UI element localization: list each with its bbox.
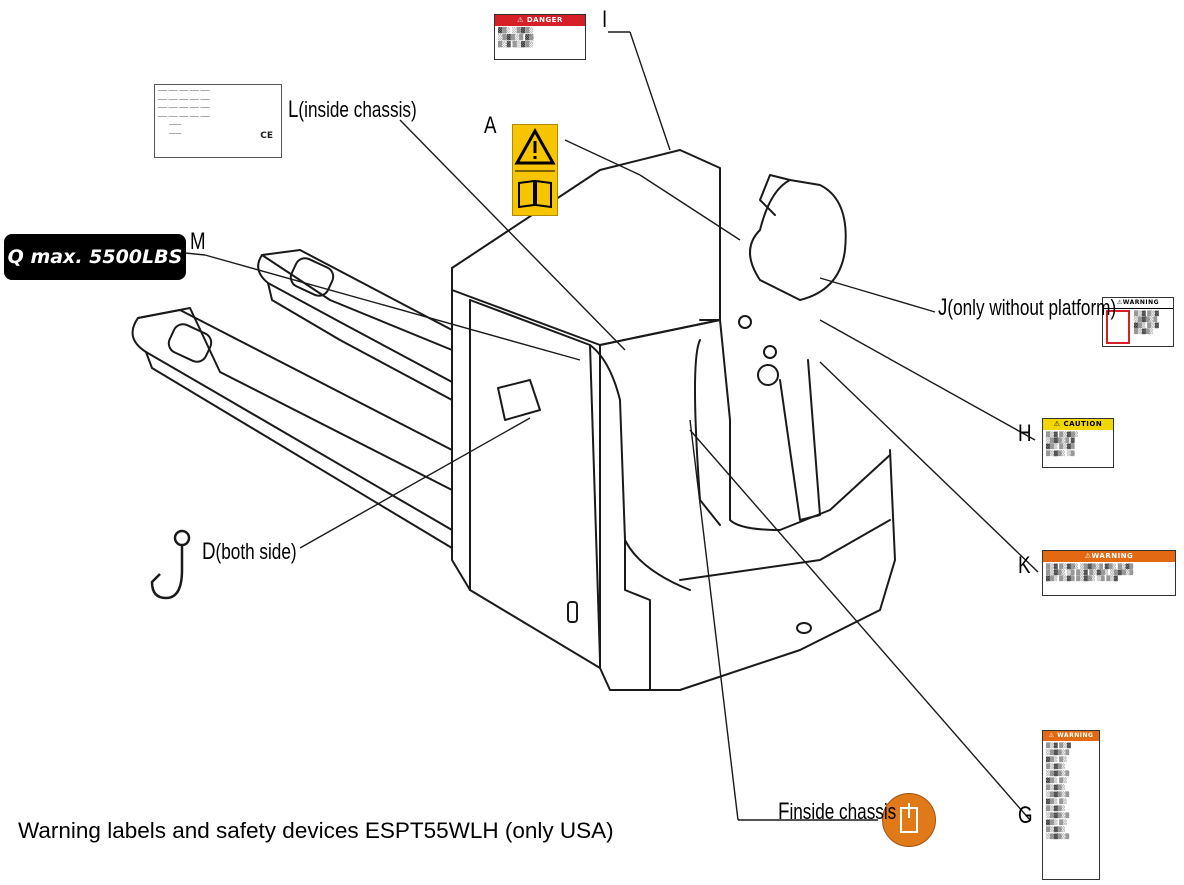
fork-rear <box>257 254 453 383</box>
callout-a: A <box>484 112 497 139</box>
battery-disconnect-icon <box>882 793 936 847</box>
callout-d: D(both side) <box>202 538 297 565</box>
danger-decal-i: ⚠ DANGER ▓▒░ ░▒▓▒░░▒▓▒░▒ ▓▒▒░▓ ▒░▓▒░ <box>494 14 586 60</box>
warning-decal-j: ⚠WARNING ▒░▓ ▒░▓░▒▓▒░▒▓▒░ ▒░▓▒░▓▒░ <box>1102 297 1174 347</box>
callout-l: L(inside chassis) <box>288 96 417 123</box>
load-capacity-badge: Q max. 5500LBS <box>4 234 186 280</box>
callout-i: I <box>602 6 608 33</box>
figure-caption: Warning labels and safety devices ESPT55… <box>18 818 614 843</box>
hook-icon <box>150 529 191 600</box>
book-icon <box>518 179 552 209</box>
callout-h: H <box>1018 420 1032 447</box>
no-riding-icon <box>1106 310 1130 344</box>
read-manual-pictogram <box>512 124 558 216</box>
caution-decal-h: ⚠ CAUTION ▒░▓ ▒░▓▒░░▒▓▒░▒ ▓▓▒░ ▒░▓▒▒░▓▒░… <box>1042 418 1114 468</box>
tiller-arm <box>779 359 821 521</box>
warning-decal-k: ⚠WARNING ▒░▓ ▒░▓▒░ ░▒▓▒░▒ ▓▒░ ▒░▓▒▒░▓▒░ … <box>1042 550 1176 596</box>
fork-front <box>131 307 453 531</box>
callout-j: J(only without platform) <box>938 294 1117 321</box>
callout-k: K <box>1018 552 1031 579</box>
chassis-body <box>451 149 721 346</box>
warning-decal-g: ⚠ WARNING ▒░▓ ▒░▓░▒▓▒░▒▓▒░ ▒░▒░▓▒░░▒▓▒░▒… <box>1042 730 1100 880</box>
ce-mark: CE <box>260 131 273 141</box>
warning-triangle-icon <box>514 127 556 209</box>
callout-m: M <box>190 228 206 255</box>
callout-g: G <box>1018 802 1033 829</box>
callout-f: Finside chassis <box>778 798 897 825</box>
nameplate-decal-l: ─── ─── ─── ─── ────── ─── ─── ─── ─────… <box>154 84 282 158</box>
